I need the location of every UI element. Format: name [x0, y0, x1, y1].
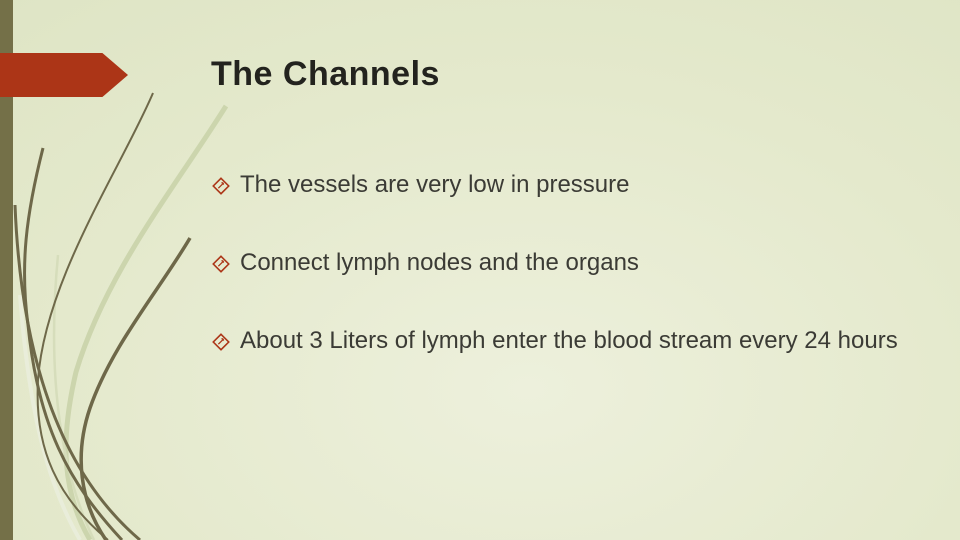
bullet-item: About 3 Liters of lymph enter the blood …: [212, 327, 898, 355]
side-stripe-decoration: [0, 0, 13, 540]
slide-title: The Channels: [211, 55, 440, 93]
bullet-text: Connect lymph nodes and the organs: [240, 249, 639, 276]
bullet-text: The vessels are very low in pressure: [240, 171, 630, 198]
bullet-list: The vessels are very low in pressure Con…: [212, 171, 898, 405]
diamond-bullet-icon: [212, 254, 230, 273]
bullet-item: The vessels are very low in pressure: [212, 171, 898, 199]
arrow-banner-decoration: [0, 53, 128, 97]
bullet-text: About 3 Liters of lymph enter the blood …: [240, 327, 898, 354]
diamond-bullet-icon: [212, 332, 230, 351]
diamond-bullet-icon: [212, 176, 230, 195]
bullet-item: Connect lymph nodes and the organs: [212, 249, 898, 277]
